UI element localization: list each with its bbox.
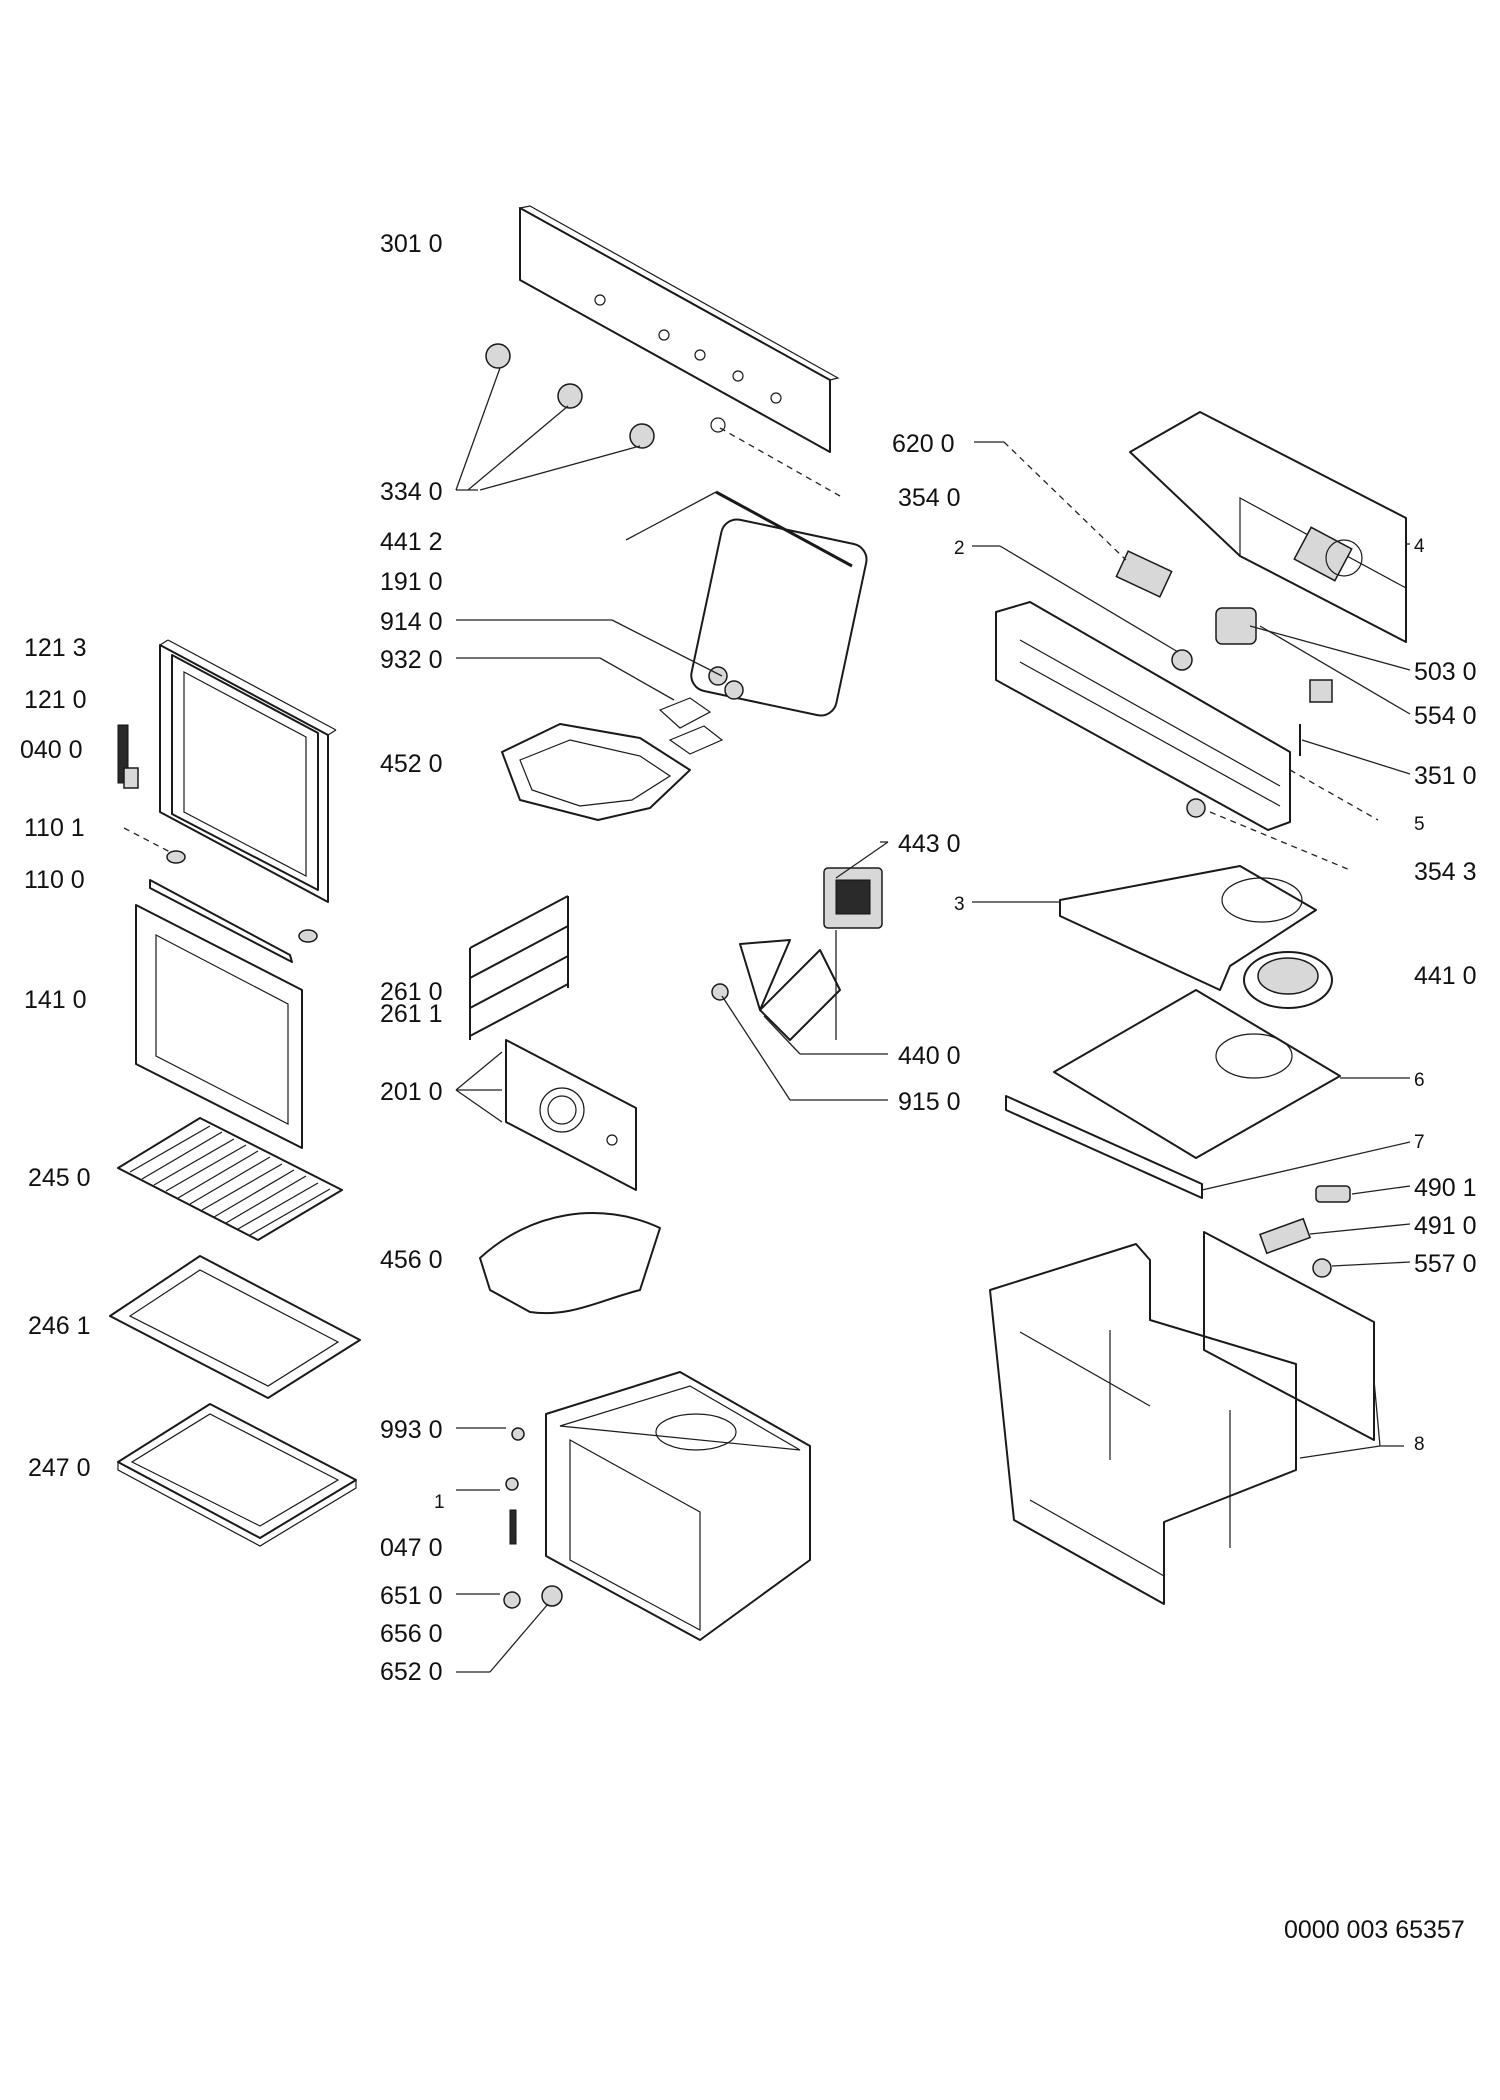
label-620-0: 620 0 (892, 430, 955, 458)
control-panel (518, 205, 840, 453)
label-247-0: 247 0 (28, 1454, 91, 1482)
label-491-0: 491 0 (1414, 1212, 1477, 1240)
oven-cavity (545, 1371, 811, 1641)
label-301-0: 301 0 (380, 230, 443, 258)
baking-tray (109, 1255, 361, 1399)
shelf-runners (469, 895, 569, 1040)
label-7: 7 (1414, 1132, 1425, 1153)
door-handle (149, 879, 293, 963)
insulation-plate (1053, 989, 1341, 1159)
label-121-0: 121 0 (24, 686, 87, 714)
control-knobs (485, 343, 655, 449)
rear-control-frame (995, 601, 1291, 831)
thermostat (1215, 607, 1257, 645)
label-1: 1 (434, 1492, 445, 1513)
electronics-housing (1129, 411, 1407, 643)
label-915-0: 915 0 (898, 1088, 961, 1116)
label-121-3: 121 3 (24, 634, 87, 662)
label-110-0: 110 0 (24, 866, 85, 894)
label-201-0: 201 0 (380, 1078, 443, 1106)
fan-blade (711, 939, 841, 1041)
label-3: 3 (954, 894, 965, 915)
label-651-0: 651 0 (380, 1582, 443, 1610)
label-6: 6 (1414, 1070, 1425, 1091)
outer-door-frame (159, 639, 337, 903)
label-261-1: 261 1 (380, 1000, 443, 1028)
label-932-0: 932 0 (380, 646, 443, 674)
rear-fan-cover (505, 1039, 637, 1191)
label-047-0: 047 0 (380, 1534, 443, 1562)
label-440-0: 440 0 (898, 1042, 961, 1070)
rear-lamp (1186, 798, 1206, 818)
door-hinge (117, 724, 139, 789)
part-labels: 301 0 334 0 441 2 191 0 914 0 932 0 452 … (20, 230, 1477, 1686)
wire-shelf (117, 1117, 343, 1241)
top-air-duct (1059, 865, 1317, 991)
label-554-0: 554 0 (1414, 702, 1477, 730)
selector-switch (1309, 679, 1333, 703)
label-354-3: 354 3 (1414, 858, 1477, 886)
label-246-1: 246 1 (28, 1312, 91, 1340)
label-5: 5 (1414, 814, 1425, 835)
label-110-1: 110 1 (24, 814, 85, 842)
label-040-0: 040 0 (20, 736, 83, 764)
label-334-0: 334 0 (380, 478, 443, 506)
label-351-0: 351 0 (1414, 762, 1477, 790)
top-heating-element (501, 697, 724, 821)
label-456-0: 456 0 (380, 1246, 443, 1274)
label-443-0: 443 0 (898, 830, 961, 858)
label-8: 8 (1414, 1434, 1425, 1455)
lamp-socket (1171, 649, 1193, 671)
label-914-0: 914 0 (380, 608, 443, 636)
fan-motor (823, 867, 883, 929)
cavity-small-parts (503, 1427, 563, 1609)
label-652-0: 652 0 (380, 1658, 443, 1686)
rear-wiring-parts (1259, 1185, 1351, 1278)
label-441-0: 441 0 (1414, 962, 1477, 990)
label-441-2: 441 2 (380, 528, 443, 556)
cooling-fan (1243, 951, 1333, 1009)
outer-casing (989, 1231, 1375, 1605)
indicator-lamp (710, 417, 726, 433)
leader-lines (123, 367, 1411, 1673)
label-490-1: 490 1 (1414, 1174, 1477, 1202)
circular-heating-element (479, 1212, 661, 1315)
label-141-0: 141 0 (24, 986, 87, 1014)
door-handle-bracket (166, 850, 318, 943)
bottom-cover (1005, 1095, 1203, 1199)
label-245-0: 245 0 (28, 1164, 91, 1192)
inner-door-glass (135, 904, 303, 1149)
drip-tray (117, 1403, 357, 1547)
oven-seal-gasket (690, 490, 868, 717)
label-191-0: 191 0 (380, 568, 443, 596)
label-2: 2 (954, 538, 965, 559)
label-354-0: 354 0 (898, 484, 961, 512)
label-557-0: 557 0 (1414, 1250, 1477, 1278)
label-4: 4 (1414, 536, 1425, 557)
label-656-0: 656 0 (380, 1620, 443, 1648)
label-261-0: 261 0 (380, 978, 443, 1006)
label-503-0: 503 0 (1414, 658, 1477, 686)
power-module (1115, 550, 1173, 598)
label-452-0: 452 0 (380, 750, 443, 778)
label-993-0: 993 0 (380, 1416, 443, 1444)
document-code: 0000 003 65357 (1284, 1916, 1465, 1944)
